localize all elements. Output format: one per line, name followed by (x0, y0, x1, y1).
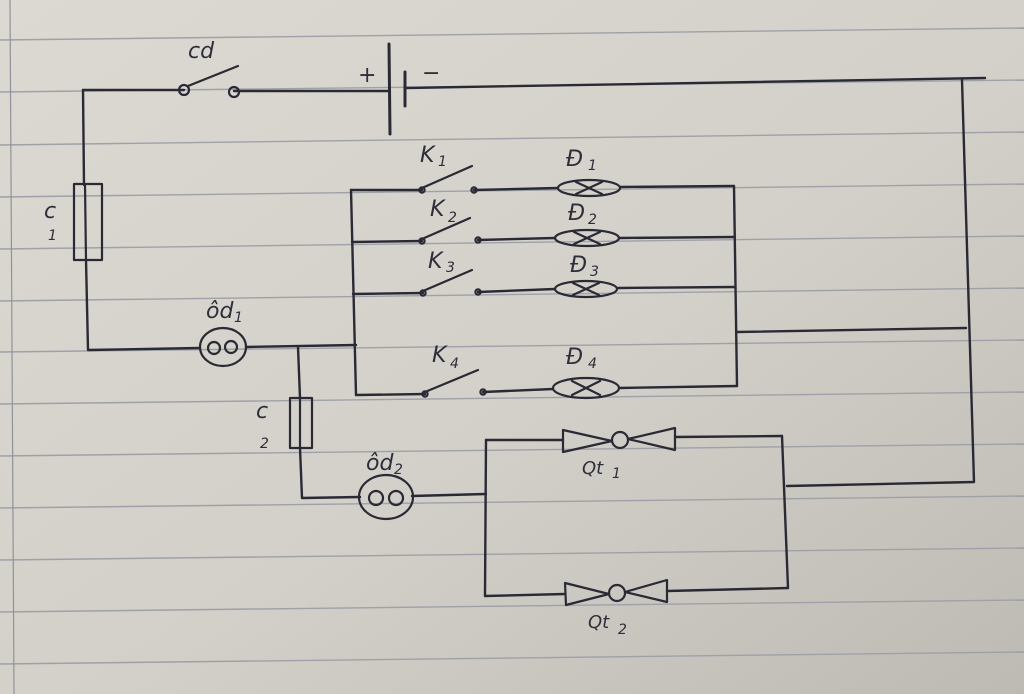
socket2-index: 2 (394, 462, 403, 478)
fan-qt2-name: Qt (588, 612, 610, 633)
switch-k3: K 3 (419, 249, 482, 297)
right-return-wire (785, 78, 976, 488)
top-wire-right (403, 76, 987, 90)
lamp-d3: Đ 3 (553, 253, 619, 299)
fuse2-letter: c (256, 399, 268, 424)
main-switch-label: cd (188, 39, 215, 64)
switch-k4-index: 4 (450, 356, 459, 372)
main-switch-cd: cd (177, 39, 241, 99)
lamp-d1-index: 1 (588, 158, 597, 174)
socket2-label: ôd (366, 451, 394, 476)
fan-qt2: Qt 2 (563, 578, 669, 638)
fuse-c1: c 1 (44, 182, 104, 262)
lamp-d1: Đ 1 (556, 147, 622, 198)
fan-left-rail (483, 438, 488, 598)
lamp-d2-index: 2 (588, 212, 597, 228)
fan-qt2-index: 2 (618, 622, 627, 638)
lamp-return-wire (735, 326, 968, 334)
switch-k1-index: 1 (438, 154, 447, 170)
fuse-c2: c 2 (256, 396, 314, 452)
fan-qt1: Qt 1 (561, 426, 677, 482)
bus-wire (244, 343, 358, 349)
switch-k1: K 1 (418, 143, 478, 194)
fan-right-rail (780, 434, 790, 590)
switch-k3-index: 3 (446, 260, 455, 276)
lamp-d2-name: Đ (568, 201, 585, 226)
lamp-d3-name: Đ (570, 253, 587, 278)
wiring (81, 76, 987, 598)
fuse2-wire-lower (298, 446, 362, 500)
switch-k4-name: K (432, 343, 448, 368)
socket1-index: 1 (234, 310, 243, 326)
battery-plus-label: + (358, 63, 376, 88)
socket2-out-wire (410, 492, 488, 498)
lamp-d2: Đ 2 (553, 201, 621, 248)
fuse1-index: 1 (48, 228, 57, 244)
left-wire-upper (81, 88, 86, 187)
fuse1-letter: c (44, 199, 56, 224)
lamp-d4-index: 4 (588, 356, 597, 372)
switch-k2-index: 2 (448, 210, 457, 226)
fuse2-wire-upper (296, 345, 302, 400)
left-wire-lower (84, 258, 202, 352)
switch-k4: K 4 (421, 343, 487, 398)
fuse2-index: 2 (260, 436, 269, 452)
lamp-d3-index: 3 (590, 264, 599, 280)
fan-qt1-name: Qt (582, 458, 604, 479)
switch-k2-name: K (430, 197, 446, 222)
socket-od2: ôd 2 (357, 451, 415, 521)
lamp-d4: Đ 4 (551, 345, 621, 400)
switch-k2: K 2 (418, 197, 482, 245)
battery: + − (358, 42, 440, 136)
lamp-d1-name: Đ (566, 147, 583, 172)
battery-minus-label: − (422, 61, 440, 86)
socket1-label: ôd (206, 299, 234, 324)
lamp-d4-name: Đ (566, 345, 583, 370)
switch-k1-name: K (420, 143, 436, 168)
fan-qt1-index: 1 (612, 466, 621, 482)
switch-k3-name: K (428, 249, 444, 274)
socket-od1: ôd 1 (198, 299, 248, 368)
lamp-left-rail (349, 188, 358, 397)
